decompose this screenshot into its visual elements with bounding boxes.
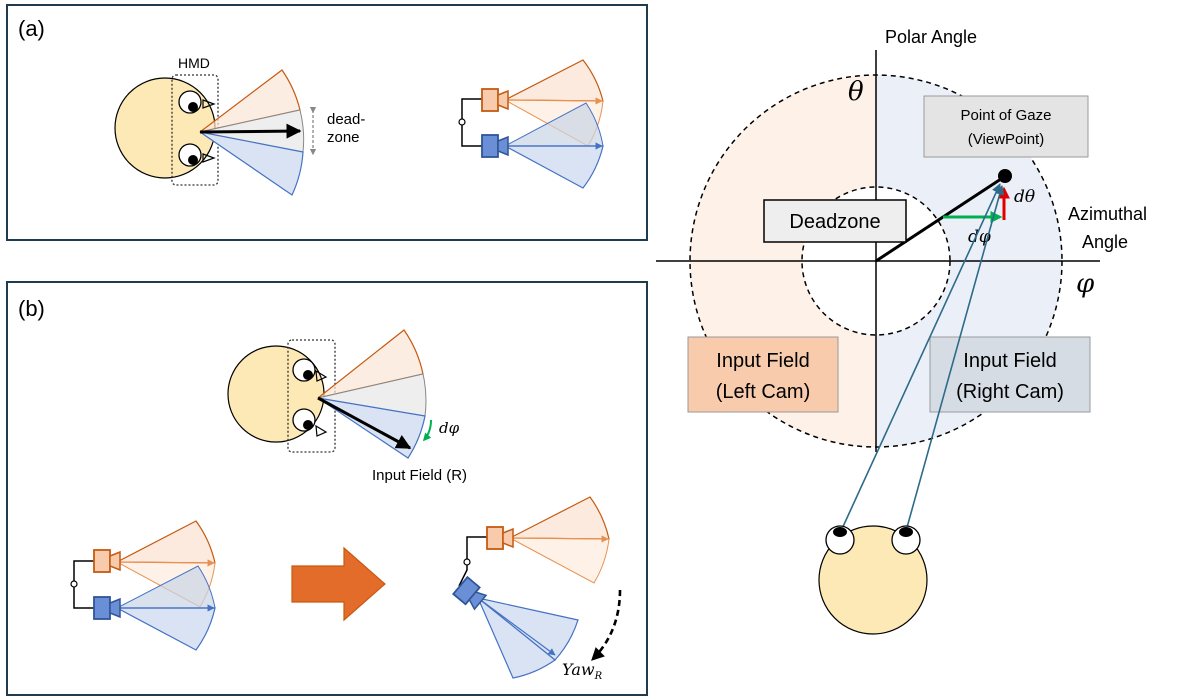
eye-icon <box>891 525 921 555</box>
gaze-arrow <box>199 123 302 139</box>
eye-icon <box>292 358 328 382</box>
dtheta-label: dθ <box>1014 187 1035 207</box>
yaw-label: YawR <box>562 660 603 682</box>
left-eye-sightline <box>840 183 1001 532</box>
deadzone-box <box>763 199 907 243</box>
deadzone-label-line1: dead- <box>327 111 365 128</box>
right-camera-icon <box>452 575 488 611</box>
right-cam-fov <box>504 145 604 189</box>
camera-rig-before <box>70 520 216 651</box>
panel-b: (b) dφ Input Field (R) <box>6 281 648 696</box>
hmd-label: HMD <box>178 55 210 71</box>
yaw-subscript: R <box>594 671 603 682</box>
head <box>114 77 216 179</box>
left-camera-icon <box>93 549 121 573</box>
panel-b-label: (b) <box>18 296 45 321</box>
left-camera-icon <box>481 88 509 112</box>
theta-label: θ <box>848 77 864 107</box>
panel-a-frame <box>6 4 648 241</box>
point-of-gaze-marker <box>998 169 1012 183</box>
eye-icon <box>825 525 855 555</box>
transition-arrow-icon <box>291 546 386 622</box>
deadzone-label: Deadzone <box>789 211 880 233</box>
yaw-rotation-arrow <box>591 589 622 661</box>
eye-icon <box>178 143 216 167</box>
dphi-label: dφ <box>439 419 460 437</box>
right-input-field-line1: Input Field <box>963 350 1056 372</box>
left-input-field-box <box>687 336 839 413</box>
camera-rig-after: YawR <box>452 496 622 682</box>
left-input-field-line1: Input Field <box>716 350 809 372</box>
polar-angle-label: Polar Angle <box>885 27 977 47</box>
eye-icon <box>178 90 216 114</box>
right-fov-wedge <box>199 131 304 196</box>
left-input-field-line2: (Left Cam) <box>716 381 810 403</box>
eye-icon <box>292 408 328 437</box>
gaze-vector <box>875 175 1005 263</box>
panel-a-label: (a) <box>18 16 45 41</box>
camera-rig <box>458 59 604 189</box>
deadzone-label-line2: zone <box>327 129 360 146</box>
point-of-gaze-box <box>923 95 1089 158</box>
point-of-gaze-line2: (ViewPoint) <box>968 131 1044 148</box>
right-camera-icon <box>93 596 121 620</box>
input-field-r-label: Input Field (R) <box>372 467 467 484</box>
azimuthal-label-line1: Azimuthal <box>1068 204 1147 224</box>
right-camera-icon <box>481 134 509 158</box>
right-input-field-line2: (Right Cam) <box>956 381 1064 403</box>
phi-label: φ <box>1076 269 1095 299</box>
left-camera-icon <box>486 526 514 550</box>
azimuthal-label-line2: Angle <box>1082 232 1128 252</box>
polar-diagram: Polar Angle θ Azimuthal Angle φ dθ dφ Po… <box>656 27 1147 635</box>
panel-a: (a) HMD dead- zone <box>6 4 648 241</box>
point-of-gaze-line1: Point of Gaze <box>961 107 1052 124</box>
dphi-arrow <box>422 419 432 442</box>
right-eye-sightline <box>905 185 1005 532</box>
gaze-arrow <box>317 396 412 450</box>
